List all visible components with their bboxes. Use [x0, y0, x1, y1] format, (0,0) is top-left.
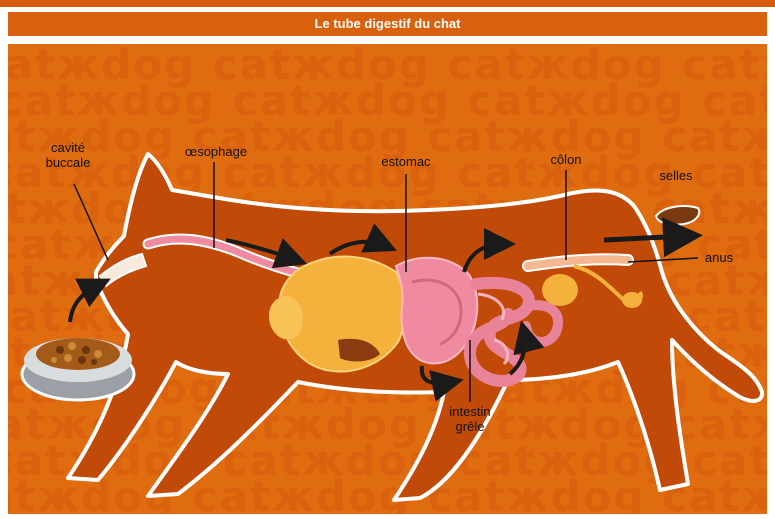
top-accent-strip [0, 0, 775, 7]
food-bowl [22, 338, 134, 400]
stool [656, 206, 699, 225]
label-intestin-grele: intestin grêle [434, 404, 506, 434]
bladder [622, 292, 642, 308]
label-colon: côlon [534, 152, 598, 167]
label-estomac: estomac [364, 154, 448, 169]
label-anus: anus [694, 250, 744, 265]
label-line: cavité [34, 140, 102, 155]
label-line: grêle [434, 419, 506, 434]
label-oesophage: œsophage [166, 144, 266, 159]
label-line: buccale [34, 155, 102, 170]
label-selles: selles [644, 168, 708, 183]
label-cavite-buccale: cavité buccale [34, 140, 102, 170]
page-title: Le tube digestif du chat [8, 12, 767, 36]
label-line: intestin [434, 404, 506, 419]
diagram-panel: catжdog catжdog catжdog catжdog catжdog … [8, 44, 767, 514]
arrow-food-to-mouth [70, 284, 100, 322]
leader-cavite [74, 184, 108, 260]
digestive-diagram-svg [8, 44, 767, 514]
pancreas [542, 274, 578, 306]
